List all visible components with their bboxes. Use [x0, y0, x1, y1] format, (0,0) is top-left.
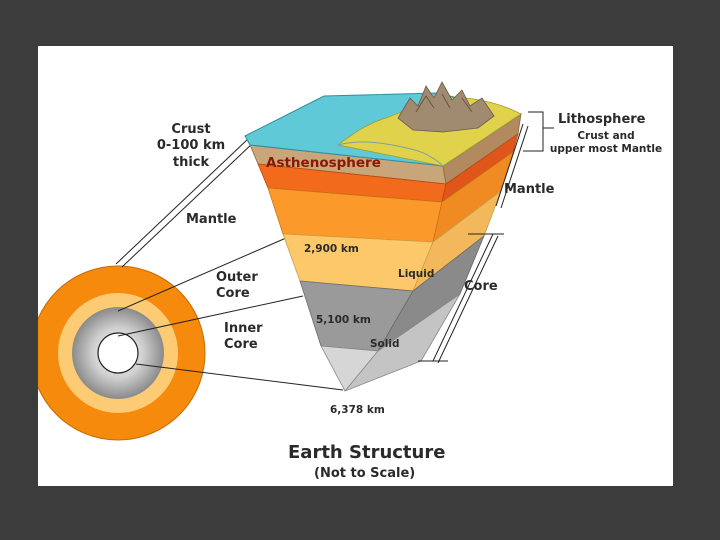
- inner-core-label: Inner Core: [224, 321, 263, 354]
- diagram-title: Earth Structure: [288, 442, 446, 463]
- slide: Crust 0-100 km thick Mantle Outer Core I…: [38, 46, 673, 486]
- lithosphere-sub-line2: upper most Mantle: [549, 143, 663, 156]
- inner-core-label-line2: Core: [224, 337, 258, 353]
- core-guide-line-2: [437, 235, 499, 364]
- mantle-guide-line: [495, 123, 524, 207]
- cross-section-sphere: [38, 265, 206, 441]
- crust-thick: thick: [172, 154, 210, 170]
- liquid-label: Liquid: [398, 268, 435, 280]
- outer-core-label-line1: Outer: [216, 270, 258, 285]
- mantle-left-label: Mantle: [186, 212, 237, 227]
- asthenosphere-label: Asthenosphere: [266, 155, 381, 171]
- diagram-subtitle: (Not to Scale): [314, 466, 416, 481]
- core-right-label: Core: [464, 279, 498, 294]
- shore-line: [337, 141, 444, 167]
- crust-range: 0-100 km: [156, 138, 226, 154]
- crust-connector-line-2: [121, 141, 255, 268]
- depth-6378-label: 6,378 km: [330, 404, 385, 416]
- connector-lines: [115, 138, 344, 391]
- outer-core-label: Outer Core: [216, 270, 258, 303]
- outer-core-label-line2: Core: [216, 286, 250, 302]
- mantle-connector-line: [117, 237, 287, 312]
- mountain-ridges: [415, 93, 473, 113]
- crust-connector-line: [115, 138, 249, 265]
- earth-structure-diagram: [38, 81, 554, 441]
- mantle-right-label: Mantle: [504, 182, 555, 197]
- inner-core-label-line1: Inner: [224, 321, 263, 336]
- mantle-guide-line-2: [500, 125, 529, 209]
- lithosphere-sub-line1: Crust and: [577, 130, 635, 142]
- side-guide-lines: [418, 123, 529, 364]
- depth-5100-label: 5,100 km: [316, 314, 371, 326]
- depth-2900-label: 2,900 km: [304, 243, 359, 255]
- sphere-inner-core: [97, 332, 139, 374]
- crust-label: Crust 0-100 km thick: [156, 122, 226, 171]
- lithosphere-bracket: [523, 111, 554, 152]
- lithosphere-bracket-line: [523, 111, 544, 152]
- crust-title: Crust: [171, 122, 211, 137]
- earth-wedge: [244, 81, 523, 392]
- core-guide-line: [432, 233, 494, 362]
- inner-core-connector-line: [135, 363, 344, 391]
- lithosphere-sub: Crust and upper most Mantle: [542, 130, 670, 156]
- lithosphere-label: Lithosphere: [558, 112, 646, 127]
- solid-label: Solid: [370, 338, 400, 350]
- outer-core-connector-line: [117, 295, 304, 337]
- mountains: [397, 81, 495, 133]
